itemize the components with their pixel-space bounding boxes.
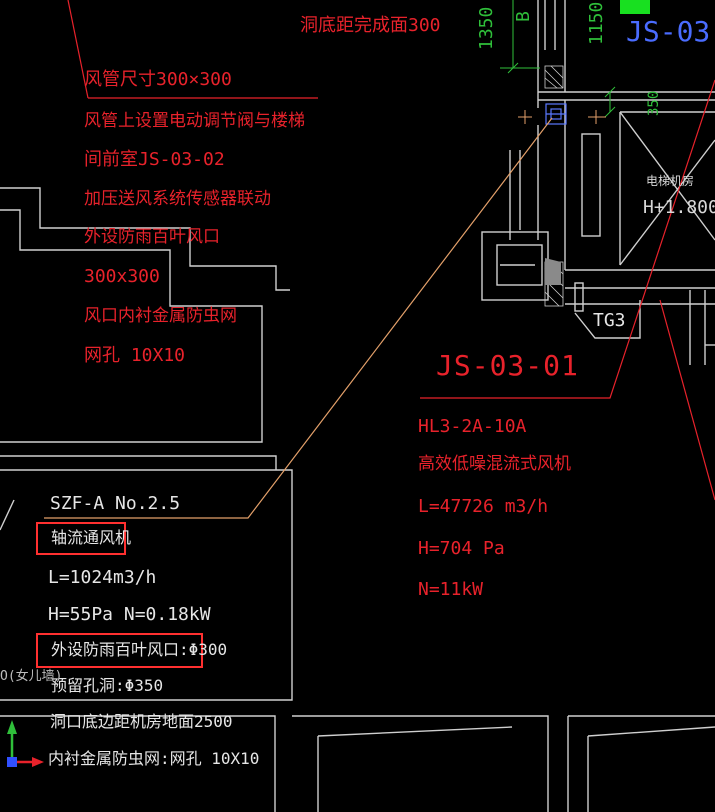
green-block [620,0,650,14]
fan-js-pressure: H=704 Pa [418,538,505,559]
leader-line-szf [44,117,553,519]
highlight-box-louver [36,633,203,668]
room-name: 电梯机房 [646,174,695,188]
note-damper: 风管上设置电动调节阀与楼梯 [84,111,305,131]
note-louver: 外设防雨百叶风口 [84,227,220,247]
duct-fitting-icon [545,103,567,125]
fan-szf-model: SZF-A No.2.5 [50,493,181,514]
fan-js-type: 高效低噪混流式风机 [418,454,571,474]
fan-szf-insect-mesh: 内衬金属防虫网:网孔 10X10 [48,749,260,768]
tag-tg3: TG3 [593,310,626,331]
fan-szf-louver: 外设防雨百叶风口:Φ300 [51,640,228,659]
dim-1150: 1150 [586,1,607,45]
hole-bottom-note: 洞底距完成面300 [300,15,441,36]
tag-parapet: O(女儿墙) [0,669,63,684]
fan-szf-pressure-power: H=55Pa N=0.18kW [48,604,211,625]
note-sensor-link: 加压送风系统传感器联动 [84,189,271,209]
note-insect-mesh: 风口内衬金属防虫网 [84,306,237,326]
fan-js-model: HL3-2A-10A [418,416,527,437]
wall-hatch [544,65,564,307]
note-duct-size: 风管尺寸300×300 [84,69,232,90]
dim-b-mark: B [513,11,534,22]
dim-1350: 1350 [476,6,497,50]
note-mesh-hole: 网孔 10X10 [84,345,186,366]
room-outlines [0,187,715,812]
fan-szf-flow: L=1024m3/h [48,567,157,588]
fan-js-power: N=11kW [418,579,484,600]
room-elevation: H+1.800( [643,197,715,218]
dim-350: 350 [646,90,662,116]
center-marks [518,110,606,124]
fan-szf-type: 轴流通风机 [51,528,132,547]
fan-szf-reserved-hole: 预留孔洞:Φ350 [51,676,164,695]
fan-szf-hole-height: 洞口底边距机房地面2500 [50,712,233,731]
note-antechamber: 间前室JS-03-02 [84,149,225,170]
highlight-box-fan-type [36,522,126,555]
tag-js-top: JS-03- [626,15,715,48]
fan-js-tag: JS-03-01 [436,349,579,382]
fan-js-flow: L=47726 m3/h [418,496,549,517]
note-louver-size: 300x300 [84,266,160,287]
building-structure [481,0,715,365]
ucs-axis-icon [7,720,44,767]
leader-lines-red [67,0,715,501]
dimension-lines [500,0,616,118]
